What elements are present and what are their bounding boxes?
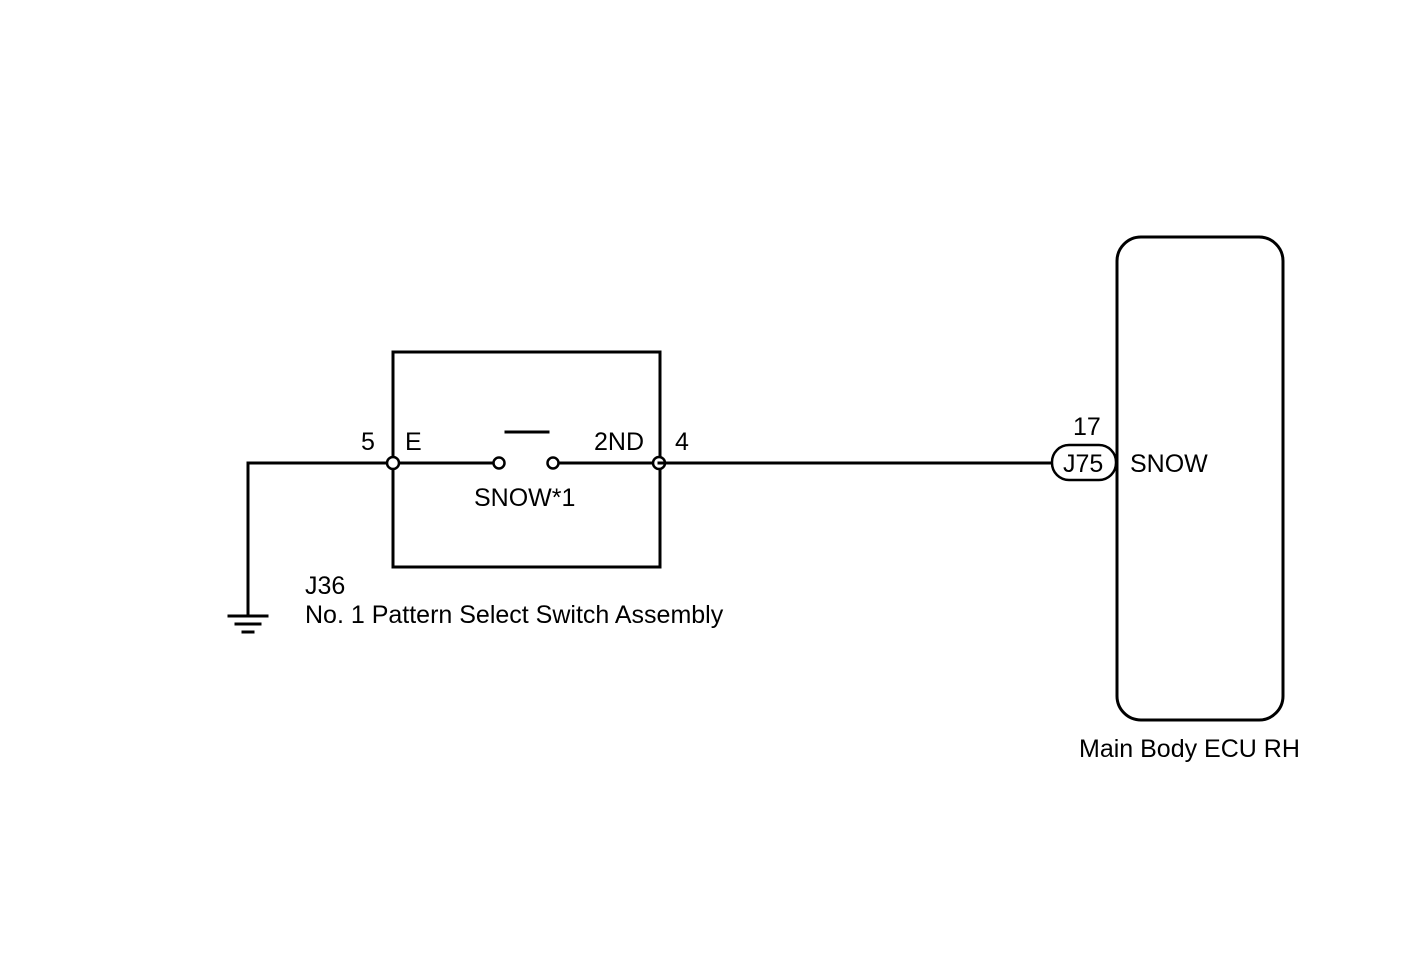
switch-connector-code: J36 xyxy=(305,572,345,600)
main-body-ecu: 17 J75 SNOW Main Body ECU RH xyxy=(1050,235,1300,763)
switch-assembly-frame xyxy=(391,350,662,569)
pin-number-5: 5 xyxy=(361,428,375,456)
connector-j75-badge xyxy=(1050,443,1118,482)
switch-assembly: 5 E 2ND 4 SNOW*1 J36 No. 1 Pattern Selec… xyxy=(305,350,724,629)
pin-name-e: E xyxy=(405,428,422,456)
snow-switch-icon xyxy=(492,430,560,470)
ground-circuit xyxy=(227,461,395,634)
switch-assembly-name: No. 1 Pattern Select Switch Assembly xyxy=(305,601,724,629)
pin-name-2nd: 2ND xyxy=(594,428,644,456)
pin-number-4: 4 xyxy=(675,428,689,456)
switch-label: SNOW*1 xyxy=(474,484,575,512)
ecu-frame xyxy=(1115,235,1285,722)
ground-icon xyxy=(227,614,269,634)
terminal-e xyxy=(385,455,401,471)
ground-wire xyxy=(246,461,395,616)
ecu-pin-number: 17 xyxy=(1073,413,1101,441)
ecu-signal-name: SNOW xyxy=(1130,450,1208,478)
ecu-connector-code: J75 xyxy=(1063,450,1103,478)
ecu-name: Main Body ECU RH xyxy=(1079,735,1300,763)
